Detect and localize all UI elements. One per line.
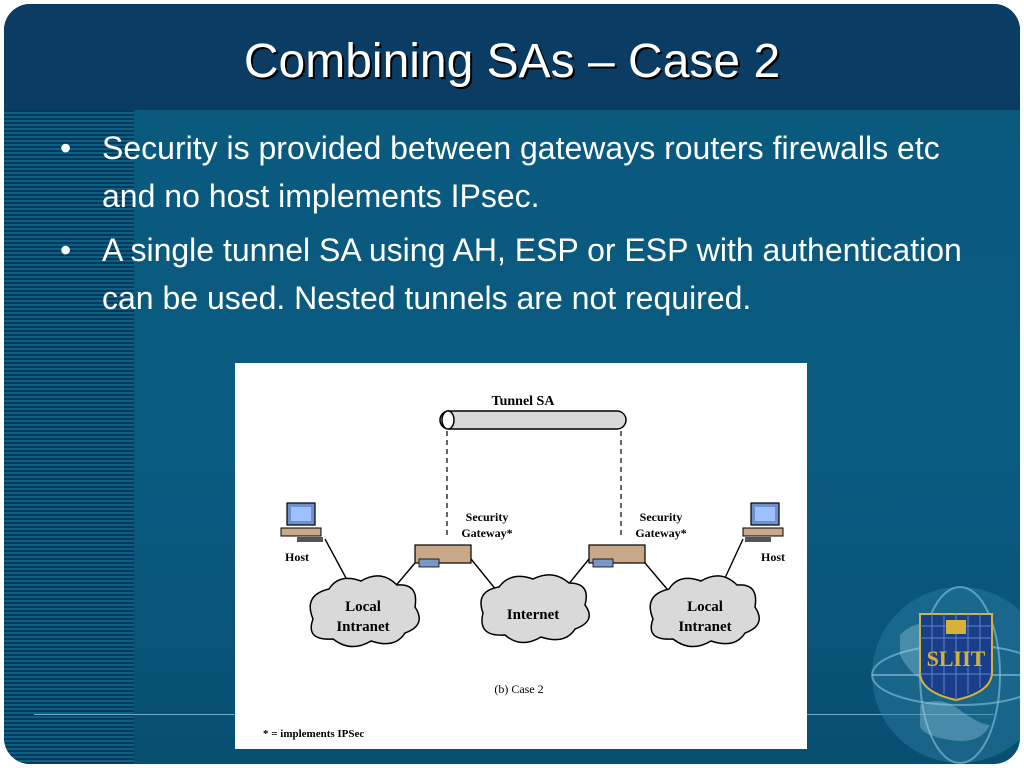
- slide: Combining SAs – Case 2 Security is provi…: [4, 4, 1020, 764]
- sliit-logo: SLIIT: [919, 613, 993, 702]
- title-bar: [4, 4, 1020, 110]
- gateway-right-label-2: Gateway*: [635, 526, 686, 540]
- cloud-left-icon: [309, 575, 420, 648]
- figure-caption: (b) Case 2: [494, 682, 543, 696]
- gateway-right-label-1: Security: [640, 510, 683, 524]
- tunnel-label: Tunnel SA: [492, 394, 556, 409]
- cloud-center-label: Internet: [507, 607, 560, 623]
- host-left-label: Host: [285, 550, 309, 564]
- host-right-label: Host: [761, 550, 785, 564]
- host-left-computer-icon: [280, 502, 323, 542]
- figure-footnote: * = implements IPSec: [263, 728, 364, 740]
- diagram-figure: Tunnel SA Security Gateway* Security Gat…: [235, 363, 807, 749]
- cloud-center-icon: [480, 574, 590, 644]
- gateway-right-router-icon: [588, 544, 646, 568]
- cloud-left-label-2: Intranet: [336, 619, 389, 635]
- cloud-right-icon: [649, 575, 760, 648]
- cloud-right-label-1: Local: [687, 599, 723, 615]
- gateway-left-label-2: Gateway*: [461, 526, 512, 540]
- tunnel-sa-pipe: [439, 410, 627, 430]
- slide-title: Combining SAs – Case 2: [243, 35, 781, 88]
- gateway-left-label-1: Security: [466, 510, 509, 524]
- gateway-left-router-icon: [414, 544, 472, 568]
- cloud-right-label-2: Intranet: [678, 619, 731, 635]
- bullet-item: Security is provided between gateways ro…: [52, 124, 972, 220]
- logo-text: SLIIT: [927, 646, 986, 671]
- cloud-left-label-1: Local: [345, 599, 381, 615]
- bullet-list: Security is provided between gateways ro…: [52, 124, 972, 328]
- host-right-computer-icon: [742, 502, 784, 542]
- bullet-item: A single tunnel SA using AH, ESP or ESP …: [52, 226, 972, 322]
- network-diagram: Tunnel SA Security Gateway* Security Gat…: [263, 394, 785, 740]
